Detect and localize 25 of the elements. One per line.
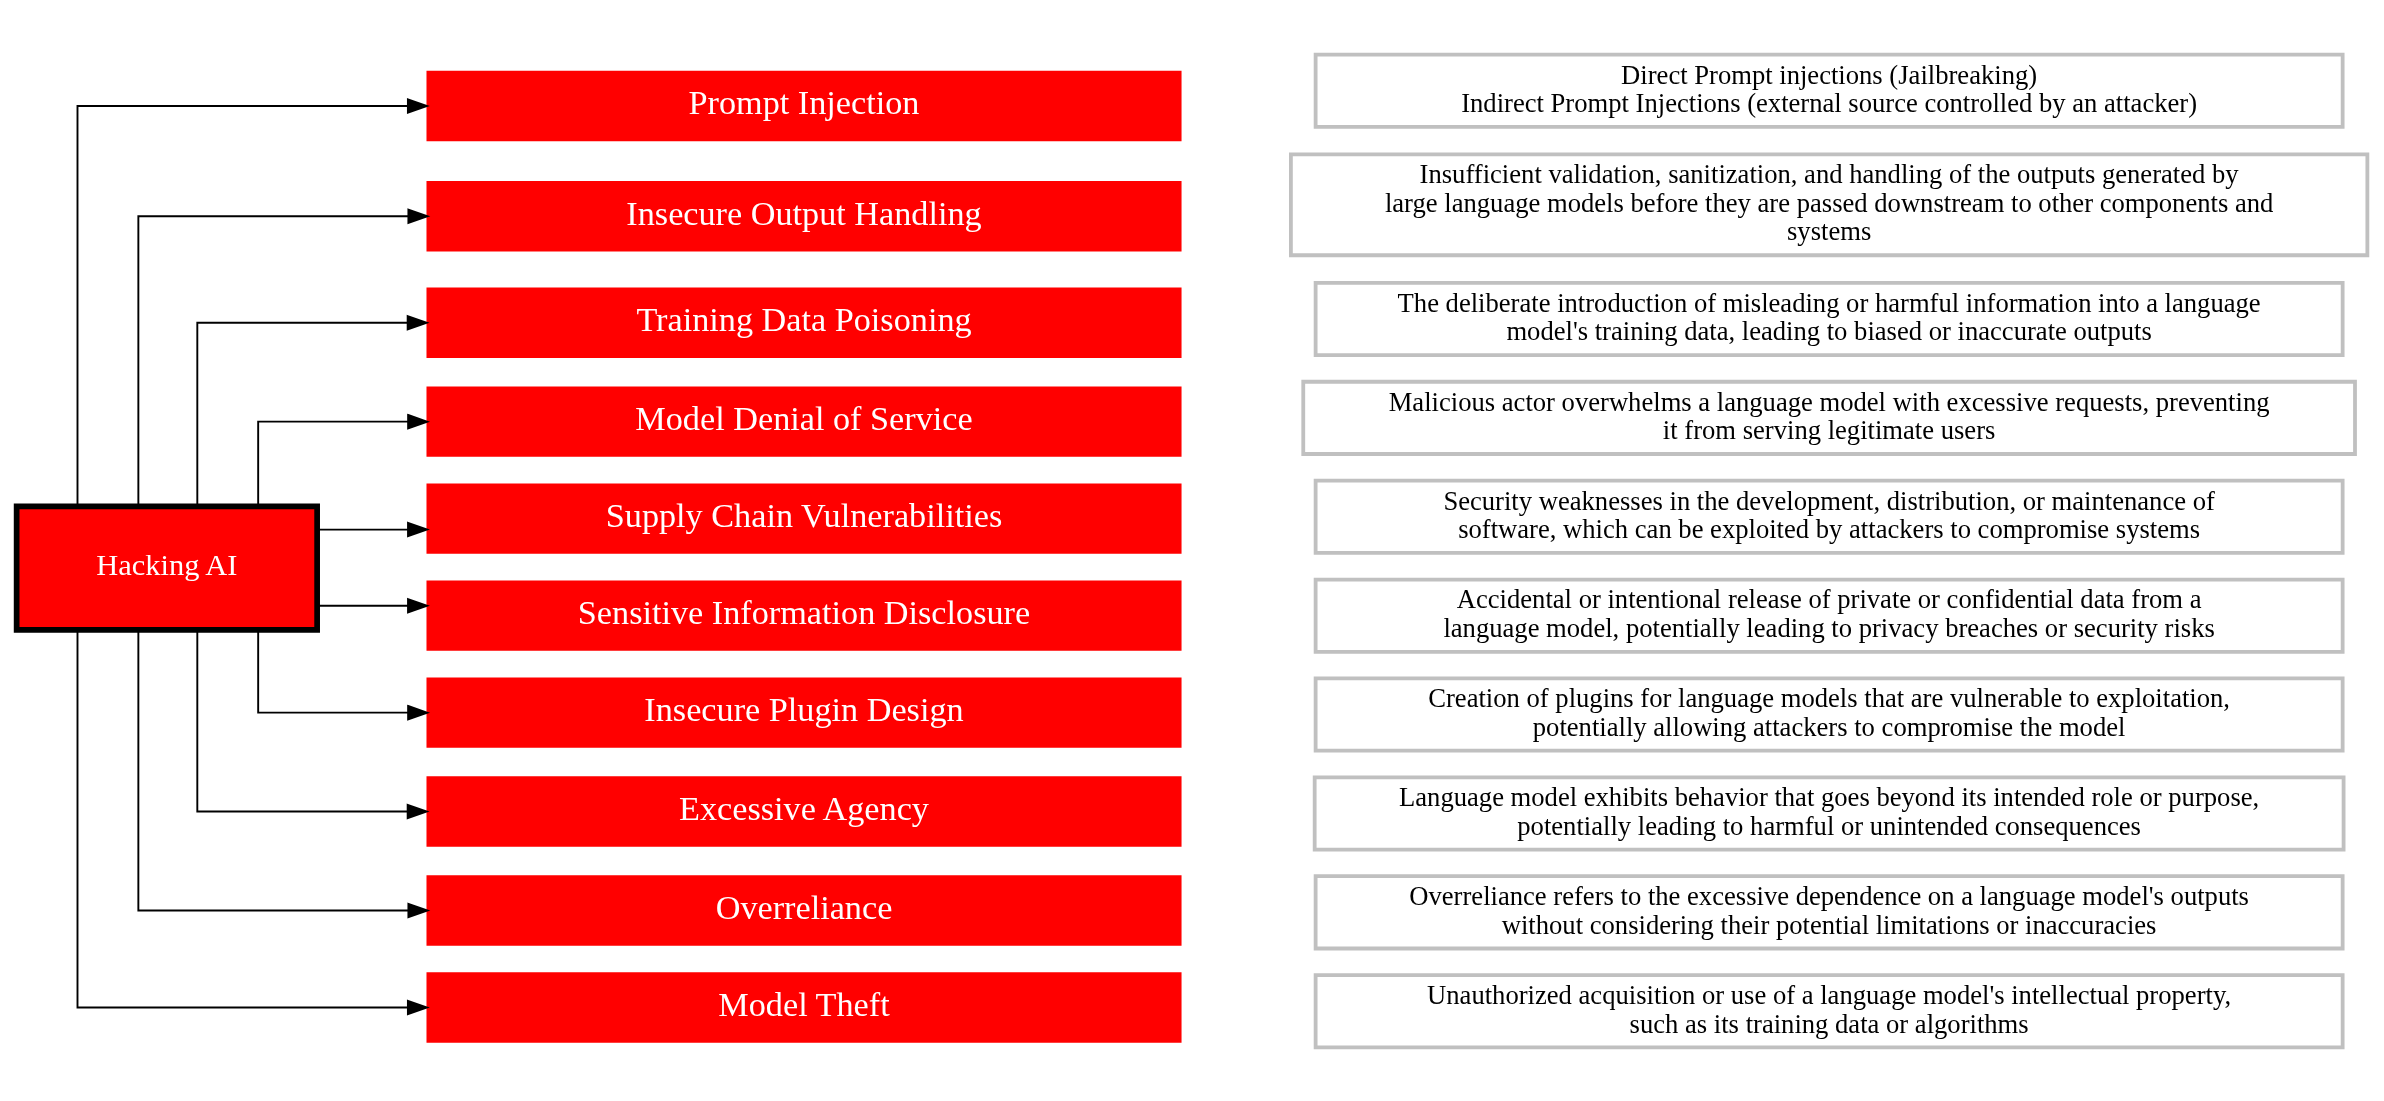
node-box: Overreliance refers to the excessive dependence on a language model's outputs without considering their potential limitations or inaccuracies	[1313, 873, 2345, 950]
node-box: Accidental or intentional release of private or confidential data from a language model, potentially leading to privacy breaches or security risks	[1313, 577, 2345, 654]
arrow	[257, 413, 430, 507]
arrow	[137, 207, 431, 507]
node-box: Overreliance	[426, 874, 1182, 946]
arrow	[196, 314, 430, 507]
node-box: Model Denial of Service	[426, 386, 1182, 457]
node-box: Supply Chain Vulnerabilities	[426, 483, 1182, 554]
node-box: Insecure Plugin Design	[426, 676, 1182, 748]
node-box: Insecure Output Handling	[426, 180, 1182, 251]
node-box: Prompt Injection	[426, 70, 1182, 141]
node-box: Creation of plugins for language models that are vulnerable to exploitation, potentially allowing attackers to compromise the model	[1313, 676, 2345, 753]
arrow	[76, 97, 430, 507]
node-box: The deliberate introduction of misleading or harmful information into a language model's training data, leading to biased or inaccurate outputs	[1313, 280, 2345, 357]
node-box: Sensitive Information Disclosure	[426, 579, 1182, 651]
node-box: Malicious actor overwhelms a language model with excessive requests, preventing it from serving legitimate users	[1301, 379, 2357, 456]
node-box: Model Theft	[426, 971, 1182, 1043]
node-box: Direct Prompt injections (Jailbreaking) Indirect Prompt Injections (external source controlled by an attacker)	[1313, 52, 2345, 129]
node-box: Excessive Agency	[426, 775, 1182, 847]
node-box: Security weaknesses in the development, distribution, or maintenance of software, which can be exploited by attackers to compromise systems	[1313, 478, 2345, 555]
node-box: Language model exhibits behavior that goes beyond its intended role or purpose, potentially leading to harmful or unintended consequences	[1312, 774, 2346, 851]
node-box: Hacking AI	[13, 502, 320, 633]
node-box: Insufficient validation, sanitization, and handling of the outputs generated by large language models before they are passed downstream to other components and systems	[1289, 152, 2370, 257]
node-box: Training Data Poisoning	[426, 287, 1182, 358]
node-box: Unauthorized acquisition or use of a language model's intellectual property, such as its training data or algorithms	[1313, 972, 2345, 1049]
